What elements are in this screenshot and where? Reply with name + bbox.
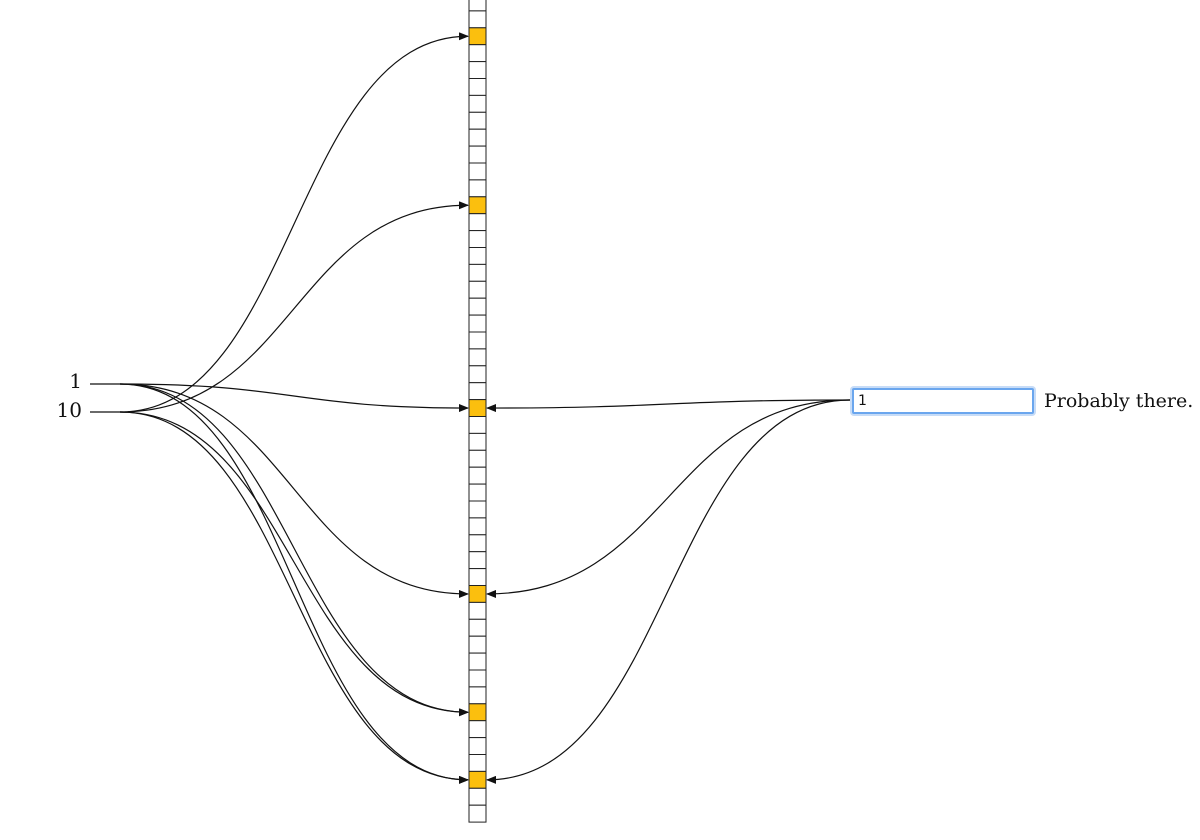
- bit-cell: [468, 365, 487, 384]
- bit-cell: [468, 78, 487, 96]
- result-text: Probably there.: [1044, 390, 1194, 412]
- hash-arrow-10-2: [119, 32, 469, 413]
- bit-cell: [468, 669, 487, 688]
- bit-cell: [468, 720, 487, 739]
- bit-cell: [468, 382, 487, 401]
- bit-cell: [468, 111, 487, 130]
- hash-arrow-10-42: [119, 411, 469, 717]
- bit-cell: [468, 94, 487, 113]
- source-label-10: 10: [56, 398, 82, 422]
- bit-cell: [468, 618, 487, 637]
- query-arrow-35: [486, 399, 851, 598]
- bit-cell: [468, 263, 487, 282]
- bit-cell: [468, 297, 487, 316]
- bit-cell: [468, 568, 487, 586]
- bit-cell: [468, 500, 487, 519]
- bit-cell: [468, 483, 487, 502]
- bit-cell: [468, 230, 487, 249]
- bit-cell-set: [468, 399, 487, 418]
- bit-cell: [468, 466, 487, 485]
- bit-cell: [468, 10, 487, 29]
- bit-cell-set: [468, 196, 487, 215]
- bit-cell: [468, 0, 487, 12]
- bit-cell-set: [468, 585, 487, 603]
- bit-cell: [468, 787, 487, 806]
- bit-cell: [468, 635, 487, 654]
- bit-cell: [468, 213, 487, 232]
- bit-cell: [468, 162, 487, 181]
- bit-array: [468, 0, 487, 823]
- bit-cell: [468, 280, 487, 299]
- bit-cell: [468, 804, 487, 823]
- bit-cell-set: [468, 27, 487, 46]
- bit-cell: [468, 348, 487, 367]
- bit-cell: [468, 686, 487, 705]
- bit-cell: [468, 737, 487, 755]
- bit-cell: [468, 601, 487, 620]
- bit-cell: [468, 534, 487, 553]
- hash-arrow-1-42: [119, 383, 469, 717]
- hash-arrow-1-24: [119, 383, 469, 413]
- bit-cell: [468, 145, 487, 164]
- source-label-1: 1: [69, 369, 82, 393]
- bit-cell: [468, 179, 487, 198]
- bit-cell: [468, 61, 487, 79]
- hash-arrow-1-35: [119, 383, 469, 598]
- hash-arrow-10-46: [119, 411, 469, 784]
- bit-cell: [468, 754, 487, 772]
- bit-cell: [468, 314, 487, 333]
- bit-cell: [468, 44, 487, 63]
- bit-cell-set: [468, 770, 487, 789]
- bit-cell: [468, 331, 487, 350]
- bit-cell: [468, 517, 487, 536]
- query-input[interactable]: [852, 388, 1034, 414]
- bit-cell: [468, 652, 487, 671]
- bit-cell: [468, 432, 487, 451]
- query-arrow-46: [486, 399, 851, 784]
- bit-cell-set: [468, 703, 487, 722]
- hash-arrow-1-46: [119, 383, 469, 784]
- hash-arrow-10-12: [119, 201, 469, 413]
- bit-cell: [468, 449, 487, 468]
- bit-cell: [468, 247, 487, 265]
- bit-cell: [468, 551, 487, 570]
- bit-cell: [468, 416, 487, 434]
- arrow-layer: [90, 32, 851, 784]
- bit-cell: [468, 128, 487, 147]
- query-arrow-24: [486, 399, 851, 413]
